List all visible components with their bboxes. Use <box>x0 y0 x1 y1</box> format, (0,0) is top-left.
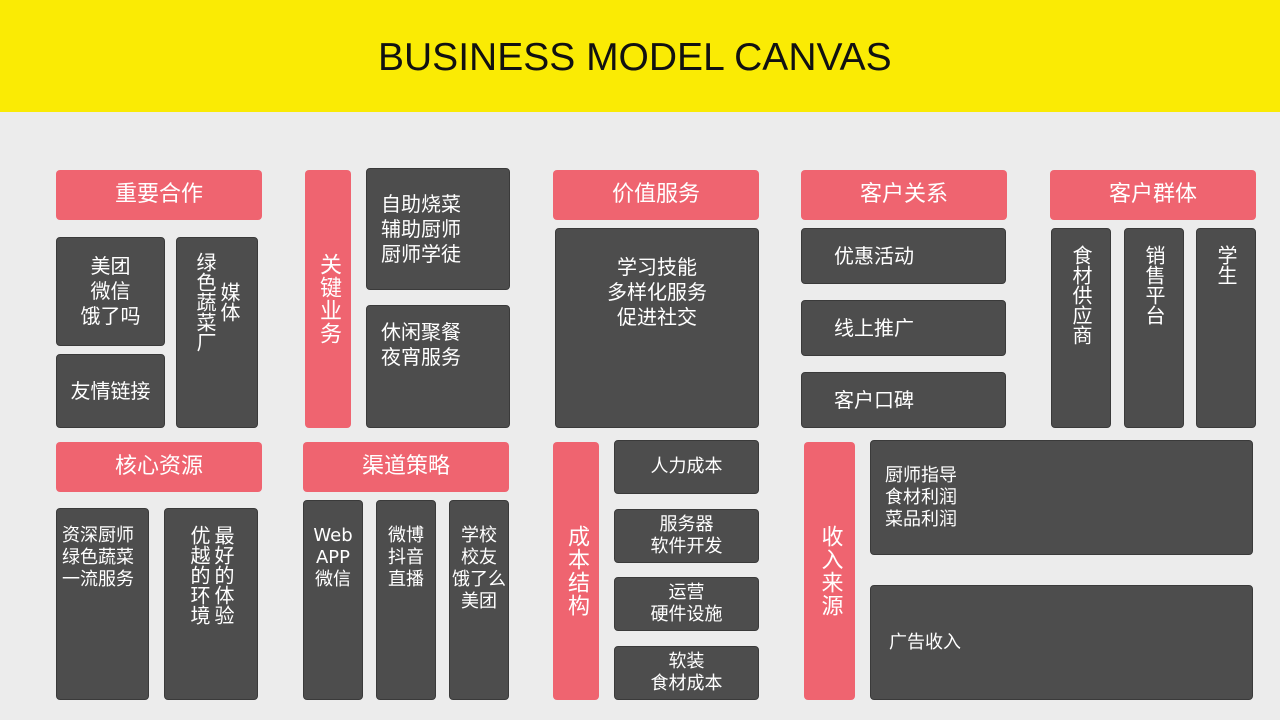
key-activity-cooking: 自助烧菜 辅助厨师 厨师学徒 <box>366 168 510 290</box>
value-proposition-label: 价值服务 <box>553 170 759 220</box>
cost-structure-label-text: 成本结构 <box>564 525 589 617</box>
key-partner-platforms: 美团 微信 饿了吗 <box>56 237 165 346</box>
channel-social-media: 微博 抖音 直播 <box>376 500 436 700</box>
customer-segment-platforms: 销售平台 <box>1124 228 1184 428</box>
customer-segment-students: 学生 <box>1196 228 1256 428</box>
cost-labor: 人力成本 <box>614 440 759 494</box>
customer-segment-suppliers-text: 食材供应商 <box>1069 245 1093 345</box>
customer-relationship-online-promotion: 线上推广 <box>801 300 1006 356</box>
customer-relationships-label: 客户关系 <box>801 170 1007 220</box>
value-proposition-card: 学习技能 多样化服务 促进社交 <box>555 228 759 428</box>
customer-segments-label: 客户群体 <box>1050 170 1256 220</box>
key-activities-label-text: 关键业务 <box>316 253 341 345</box>
key-resources-label: 核心资源 <box>56 442 262 492</box>
cost-structure-label: 成本结构 <box>553 442 599 700</box>
customer-segment-platforms-text: 销售平台 <box>1142 245 1166 325</box>
page-title: BUSINESS MODEL CANVAS <box>378 36 892 79</box>
channel-campus: 学校 校友 饿了么 美团 <box>449 500 509 700</box>
cost-furnishing-ingredients: 软装 食材成本 <box>614 646 759 700</box>
key-partner-suppliers-text: 媒体 绿色蔬菜厂 <box>193 252 241 352</box>
revenue-advertising: 广告收入 <box>870 585 1253 700</box>
customer-segment-suppliers: 食材供应商 <box>1051 228 1111 428</box>
key-activity-dining: 休闲聚餐 夜宵服务 <box>366 305 510 428</box>
key-partner-links: 友情链接 <box>56 354 165 428</box>
revenue-streams-label-text: 收入来源 <box>817 525 843 617</box>
cost-operations-hardware: 运营 硬件设施 <box>614 577 759 631</box>
key-partners-label: 重要合作 <box>56 170 262 220</box>
title-banner <box>0 0 1280 112</box>
channel-web-app: Web APP 微信 <box>303 500 363 700</box>
channels-label: 渠道策略 <box>303 442 509 492</box>
cost-servers-software: 服务器 软件开发 <box>614 509 759 563</box>
revenue-streams-label: 收入来源 <box>804 442 855 700</box>
customer-relationship-discounts: 优惠活动 <box>801 228 1006 284</box>
customer-relationship-word-of-mouth: 客户口碑 <box>801 372 1006 428</box>
key-activities-label: 关键业务 <box>305 170 351 428</box>
revenue-guidance-profit: 厨师指导 食材利润 菜品利润 <box>870 440 1253 555</box>
key-partner-suppliers: 媒体 绿色蔬菜厂 <box>176 237 258 428</box>
key-resource-staff: 资深厨师 绿色蔬菜 一流服务 <box>56 508 149 700</box>
key-resource-experience-text: 最好的体验 优越的环境 <box>187 525 235 625</box>
customer-segment-students-text: 学生 <box>1214 245 1238 285</box>
key-resource-experience: 最好的体验 优越的环境 <box>164 508 258 700</box>
